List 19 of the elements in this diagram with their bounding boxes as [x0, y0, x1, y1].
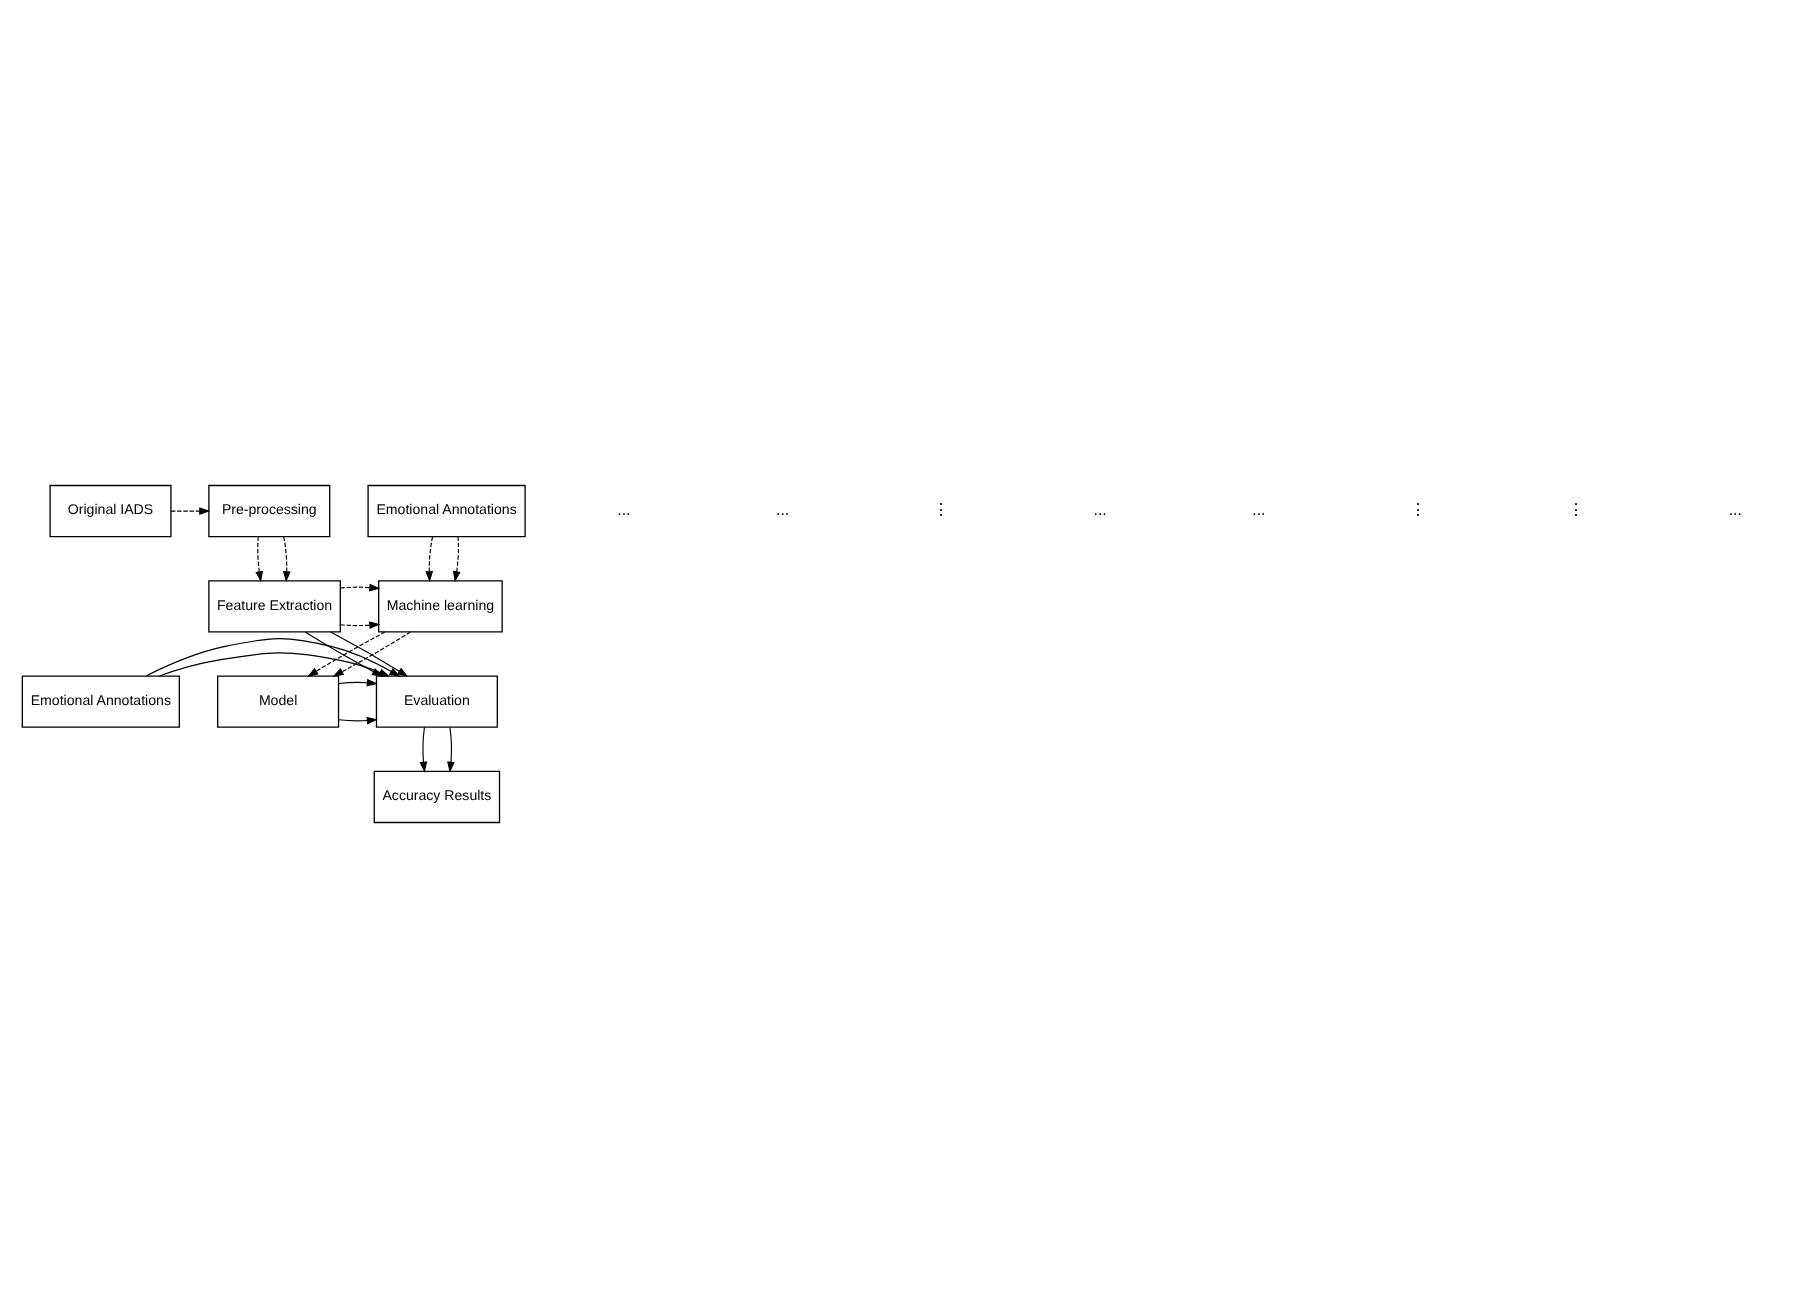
arrow: [425, 535, 434, 582]
arrow: [170, 506, 211, 514]
label: ...: [1252, 499, 1266, 518]
arrow: [339, 620, 381, 629]
arrow: [419, 725, 428, 772]
label: ⋮: [1409, 499, 1426, 518]
arrow: [255, 535, 264, 582]
arrow: [338, 715, 378, 724]
arrow: [452, 535, 461, 582]
arrow: [282, 535, 291, 582]
arrow: [447, 725, 455, 772]
label: ...: [1093, 499, 1107, 518]
label: ⋮: [933, 499, 950, 518]
label: ...: [776, 499, 790, 518]
arrow: [338, 677, 378, 686]
label: ...: [617, 499, 631, 518]
label: ⋮: [1568, 499, 1585, 518]
arrow: [339, 582, 381, 591]
label: ...: [1728, 499, 1742, 518]
